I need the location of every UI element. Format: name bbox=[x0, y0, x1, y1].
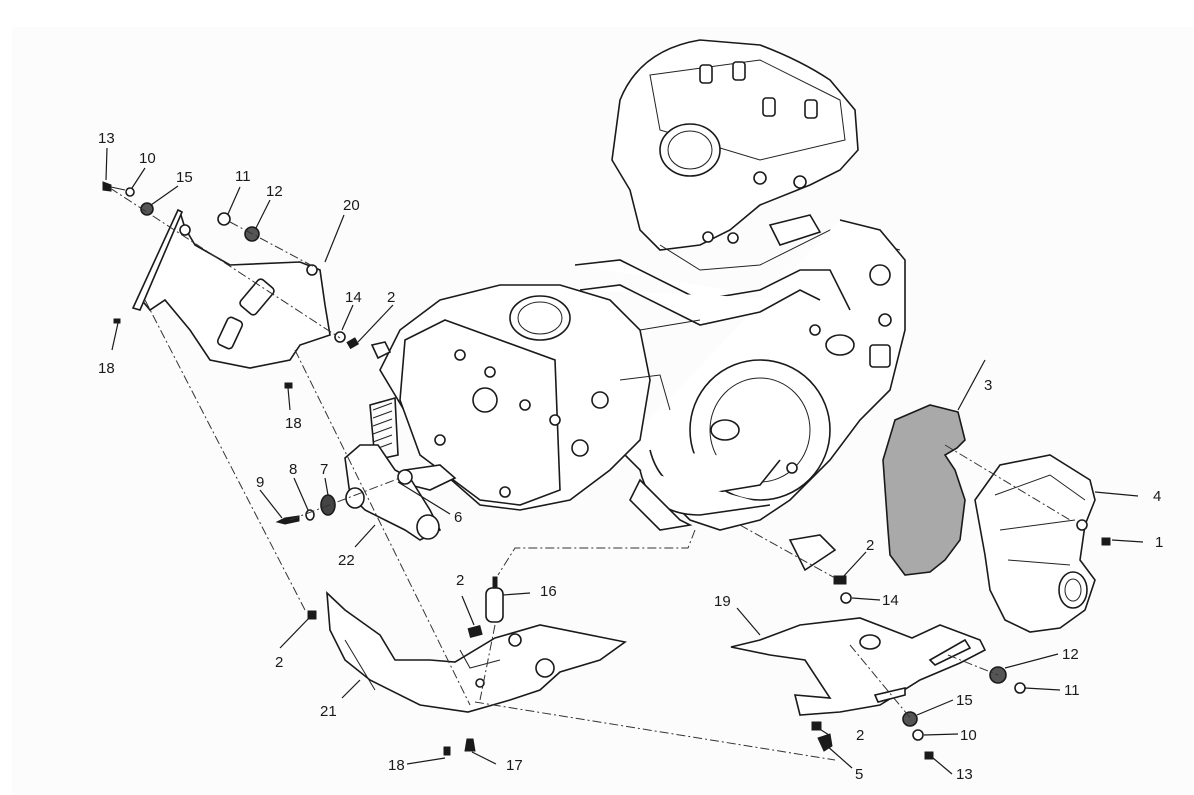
callout-labels: 13 10 15 11 12 20 14 2 18 18 9 8 7 6 22 … bbox=[98, 130, 1163, 783]
callout-3: 3 bbox=[984, 377, 992, 394]
callout-10: 10 bbox=[960, 727, 977, 744]
callout-2: 2 bbox=[387, 289, 395, 306]
callout-13: 13 bbox=[956, 766, 973, 783]
callout-9: 9 bbox=[256, 474, 264, 491]
callout-6: 6 bbox=[454, 509, 462, 526]
callout-18: 18 bbox=[285, 415, 302, 432]
callout-11: 11 bbox=[235, 168, 251, 185]
callout-7: 7 bbox=[320, 461, 328, 478]
callout-8: 8 bbox=[289, 461, 297, 478]
assembly-lines bbox=[109, 187, 1071, 761]
callout-10: 10 bbox=[139, 150, 156, 167]
callout-14: 14 bbox=[882, 592, 899, 609]
callout-15: 15 bbox=[176, 169, 193, 186]
fasteners bbox=[102, 181, 1111, 760]
callout-18: 18 bbox=[388, 757, 405, 774]
callout-2: 2 bbox=[856, 727, 864, 744]
callout-2: 2 bbox=[275, 654, 283, 671]
callout-21: 21 bbox=[320, 703, 337, 720]
callout-11: 11 bbox=[1064, 682, 1080, 699]
heat-shield-3 bbox=[882, 404, 966, 576]
callout-19: 19 bbox=[714, 593, 731, 610]
callout-1: 1 bbox=[1155, 534, 1163, 551]
belly-pan-21 bbox=[326, 590, 627, 713]
callout-12: 12 bbox=[266, 183, 283, 200]
callout-14: 14 bbox=[345, 289, 362, 306]
leader-lines bbox=[105, 147, 1144, 775]
callout-4: 4 bbox=[1153, 488, 1161, 505]
callout-13: 13 bbox=[98, 130, 115, 147]
side-panel-20 bbox=[131, 208, 331, 369]
callout-17: 17 bbox=[506, 757, 523, 774]
cover-4 bbox=[974, 454, 1096, 633]
callout-2: 2 bbox=[456, 572, 464, 589]
callout-16: 16 bbox=[540, 583, 557, 600]
belly-pan-19 bbox=[730, 617, 987, 716]
callout-18: 18 bbox=[98, 360, 115, 377]
callout-22: 22 bbox=[338, 552, 355, 569]
bracket-22 bbox=[344, 444, 442, 541]
callout-5: 5 bbox=[855, 766, 863, 783]
callout-15: 15 bbox=[956, 692, 973, 709]
engine-drawing bbox=[369, 39, 906, 531]
callout-20: 20 bbox=[343, 197, 360, 214]
callout-12: 12 bbox=[1062, 646, 1079, 663]
callout-2: 2 bbox=[866, 537, 874, 554]
